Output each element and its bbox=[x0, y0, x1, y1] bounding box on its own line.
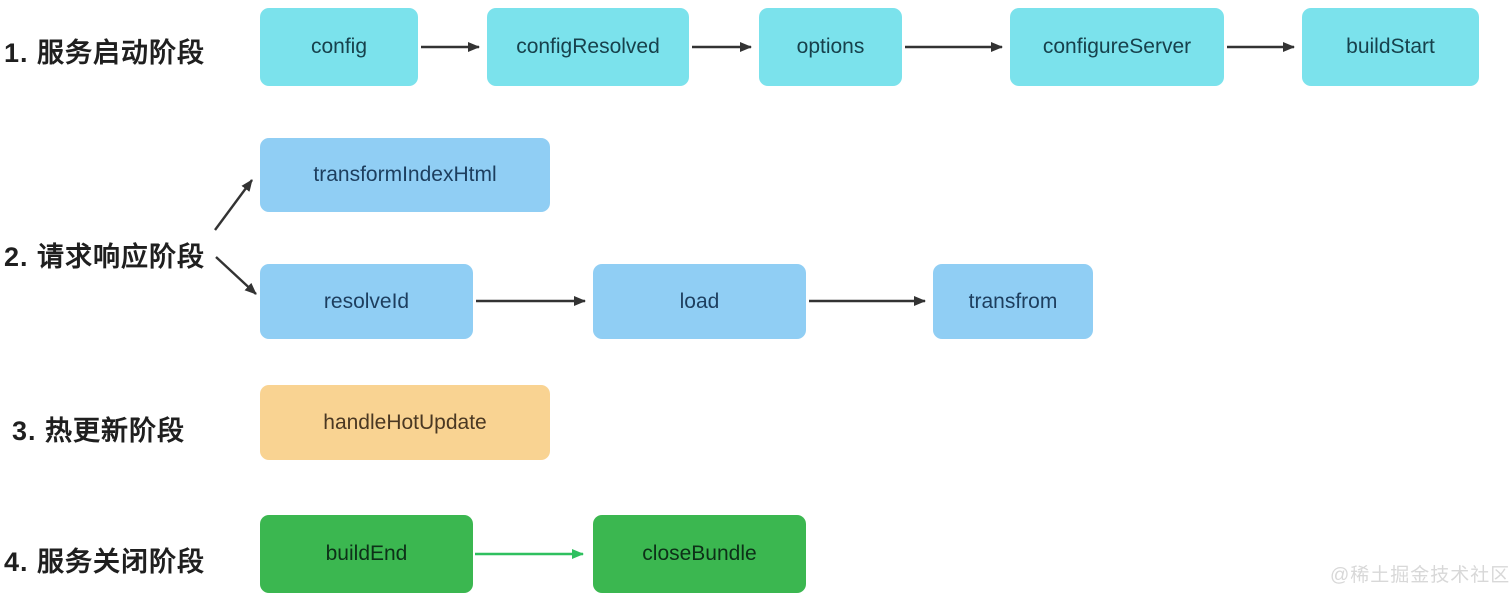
node-transfrom: transfrom bbox=[933, 264, 1093, 339]
arrow-request-to-resolveId bbox=[215, 256, 257, 295]
node-config: config bbox=[260, 8, 418, 86]
node-buildStart: buildStart bbox=[1302, 8, 1479, 86]
node-buildEnd: buildEnd bbox=[260, 515, 473, 593]
node-handleHotUpdate: handleHotUpdate bbox=[260, 385, 550, 460]
node-configureServer: configureServer bbox=[1010, 8, 1224, 86]
node-configResolved: configResolved bbox=[487, 8, 689, 86]
phase-label-startup: 1. 服务启动阶段 bbox=[4, 38, 206, 68]
arrow-request-to-transformIndexHtml bbox=[214, 179, 253, 231]
node-closeBundle: closeBundle bbox=[593, 515, 806, 593]
phase-label-hot-update: 3. 热更新阶段 bbox=[12, 416, 186, 446]
node-transformIndexHtml: transformIndexHtml bbox=[260, 138, 550, 212]
node-resolveId: resolveId bbox=[260, 264, 473, 339]
node-options: options bbox=[759, 8, 902, 86]
phase-label-request: 2. 请求响应阶段 bbox=[4, 242, 206, 272]
watermark: @稀土掘金技术社区 bbox=[1330, 565, 1511, 586]
node-load: load bbox=[593, 264, 806, 339]
phase-label-shutdown: 4. 服务关闭阶段 bbox=[4, 547, 206, 577]
